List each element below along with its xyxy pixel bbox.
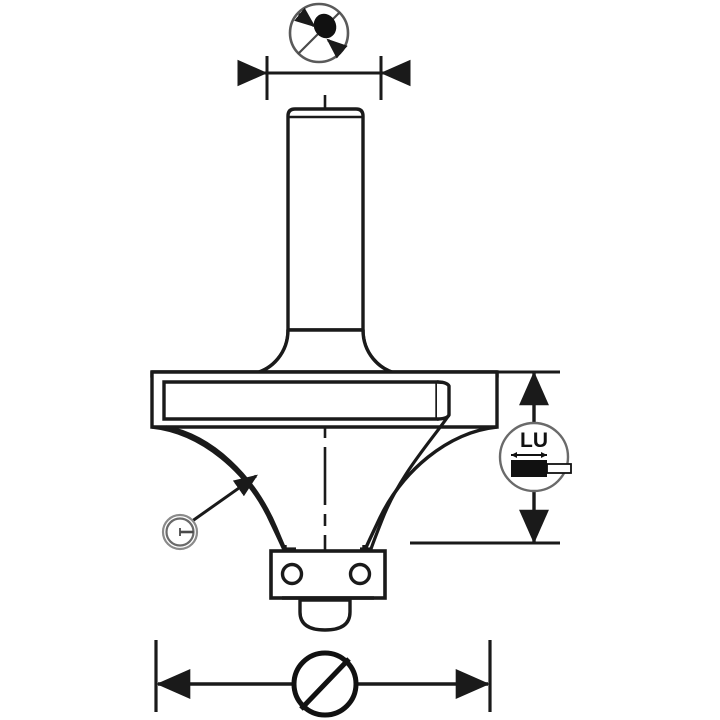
cutting-edge-left (162, 380, 439, 421)
radius-leader-line (187, 474, 258, 526)
cutting-edge-right (436, 380, 451, 421)
radius-symbol (161, 513, 199, 551)
cutting-length-dimension (410, 370, 560, 545)
shank (286, 107, 365, 332)
bearing (269, 549, 387, 600)
shank-diameter-dimension (237, 56, 411, 100)
cutting-length-symbol: LU (498, 421, 572, 493)
bearing-hole-right (348, 562, 372, 586)
cutting-diameter-dimension (154, 640, 492, 712)
bearing-hole-left (280, 562, 304, 586)
diameter-symbol (291, 650, 359, 718)
profile-radius-callout (187, 474, 258, 526)
bearing-screw (298, 598, 352, 632)
lu-label: LU (520, 429, 548, 452)
shank-diameter-symbol (288, 2, 350, 64)
